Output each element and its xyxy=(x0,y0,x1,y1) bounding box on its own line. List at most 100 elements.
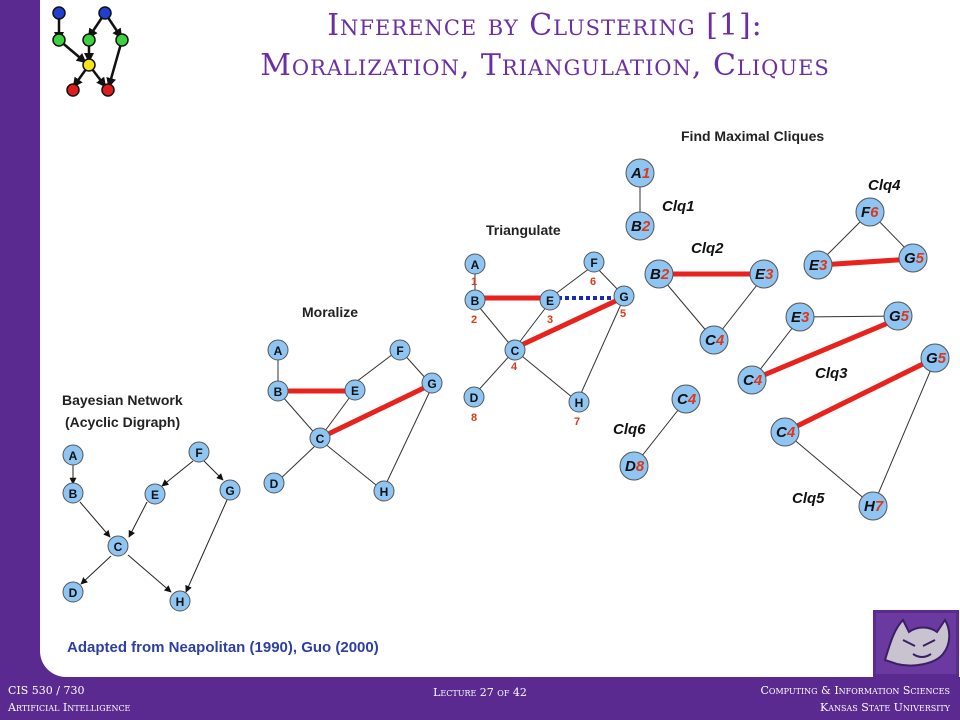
tri-node-g: G xyxy=(613,285,635,307)
moral-node-h-label: H xyxy=(380,485,389,499)
edge-e-c xyxy=(128,501,148,538)
edge-c-d xyxy=(80,555,112,585)
bn-node-d-label: D xyxy=(69,586,78,600)
clq2-node-b: B2 xyxy=(644,259,674,289)
clq1-node-b-label: B2 xyxy=(631,218,651,235)
clq2-node-e-label: E3 xyxy=(755,266,774,283)
moral-node-g-label: G xyxy=(427,377,436,391)
edge-f-e xyxy=(161,460,194,487)
edge-g-h xyxy=(185,499,228,593)
moral-node-a-label: A xyxy=(274,344,283,358)
clq1-node-b: B2 xyxy=(625,211,655,241)
clq5-node-c-label: C4 xyxy=(776,424,796,441)
acyclic-digraph-label: (Acyclic Digraph) xyxy=(65,414,181,430)
order-number-a: 1 xyxy=(471,276,478,288)
clq5-edge-c-g xyxy=(783,355,937,435)
footer-department: Computing & Information Sciences xyxy=(760,684,950,697)
clq5-node-g-label: G5 xyxy=(926,350,947,367)
clq4-node-g-label: G5 xyxy=(904,250,925,267)
tri-node-c: C xyxy=(504,339,526,361)
bn-node-g-label: G xyxy=(225,484,234,498)
tri-node-a: A xyxy=(464,253,486,275)
clq3-edge-c-g xyxy=(751,315,901,383)
tri-node-f: F xyxy=(583,251,605,273)
clq2-node-c-label: C4 xyxy=(705,332,725,349)
edge-e-c xyxy=(321,396,351,436)
edge-e-c xyxy=(514,301,551,349)
university-logo xyxy=(873,610,959,677)
bn-node-h: H xyxy=(169,590,191,612)
clique-6-label: Clq6 xyxy=(613,421,646,438)
triangulated-graph xyxy=(474,264,624,403)
moral-node-f-label: F xyxy=(396,344,403,358)
clq1-node-a: A1 xyxy=(625,158,655,188)
clq4-edge-e-g xyxy=(819,256,913,268)
order-number-f: 6 xyxy=(590,276,597,288)
moral-node-h: H xyxy=(373,480,395,502)
clique-2-label: Clq2 xyxy=(691,240,724,257)
clique-edges xyxy=(633,174,937,507)
find-maximal-cliques-label: Find Maximal Cliques xyxy=(681,128,825,144)
edge-b-c xyxy=(79,501,111,538)
edge-c-h xyxy=(323,442,382,490)
bn-node-b-label: B xyxy=(69,487,78,501)
clq4-node-f: F6 xyxy=(855,197,885,227)
tri-node-d: D xyxy=(463,386,485,408)
edge-f-g xyxy=(203,460,224,481)
clq4-node-f-label: F6 xyxy=(861,204,879,221)
clq5-node-h-label: H7 xyxy=(864,498,884,515)
edge-b-c xyxy=(474,301,514,349)
moral-node-g: G xyxy=(421,372,443,394)
clique-5-label: Clq5 xyxy=(792,490,825,507)
clq6-node-d: D8 xyxy=(619,451,649,481)
moral-edge-c-g xyxy=(320,382,432,440)
bn-node-e: E xyxy=(144,483,166,505)
clq5-edge-c-h xyxy=(784,431,874,507)
moral-node-f: F xyxy=(389,339,411,361)
network-logo-icon xyxy=(52,6,129,97)
tri-node-b-label: B xyxy=(471,294,480,308)
clq3-node-g: G5 xyxy=(883,301,913,331)
clique-3-label: Clq3 xyxy=(815,365,848,382)
tri-node-g-label: G xyxy=(619,290,628,304)
edge-c-h xyxy=(516,351,579,403)
moral-node-c-label: C xyxy=(316,432,325,446)
moralize-label: Moralize xyxy=(302,304,359,320)
bayesian-network-label: Bayesian Network xyxy=(62,392,183,408)
tri-node-h: H xyxy=(568,391,590,413)
moral-node-c: C xyxy=(309,427,331,449)
edge-c-d xyxy=(277,444,317,482)
slide-title-line2: Moralization, Triangulation, Cliques xyxy=(260,48,830,83)
edge-g-h xyxy=(577,301,623,401)
moralized-graph xyxy=(277,350,432,490)
bn-node-h-label: H xyxy=(176,595,185,609)
clq5-node-h: H7 xyxy=(858,491,888,521)
order-number-h: 7 xyxy=(574,416,581,428)
moral-node-e: E xyxy=(344,379,366,401)
bn-node-e-label: E xyxy=(151,488,159,502)
edge-c-h xyxy=(127,554,172,593)
order-number-e: 3 xyxy=(547,314,554,326)
moral-node-b-label: B xyxy=(274,385,283,399)
order-number-d: 8 xyxy=(471,412,478,424)
moral-node-e-label: E xyxy=(351,384,359,398)
footer-course: CIS 530 / 730 xyxy=(8,684,85,697)
tri-node-c-label: C xyxy=(511,344,520,358)
clique-4-label: Clq4 xyxy=(868,177,901,194)
moral-node-a: A xyxy=(267,339,289,361)
bn-node-d: D xyxy=(62,581,84,603)
clq3-edge-e-g xyxy=(799,315,899,318)
moral-node-d-label: D xyxy=(270,477,279,491)
bn-node-a: A xyxy=(62,444,84,466)
order-number-g: 5 xyxy=(620,308,627,320)
bn-node-c: C xyxy=(107,535,129,557)
tri-node-d-label: D xyxy=(470,391,479,405)
edge-c-d xyxy=(474,351,514,395)
footer-university: Kansas State University xyxy=(819,701,950,714)
clq3-node-c-label: C4 xyxy=(743,372,763,389)
clq3-node-c: C4 xyxy=(737,365,767,395)
bn-node-a-label: A xyxy=(69,449,78,463)
clq2-node-e: E3 xyxy=(749,259,779,289)
